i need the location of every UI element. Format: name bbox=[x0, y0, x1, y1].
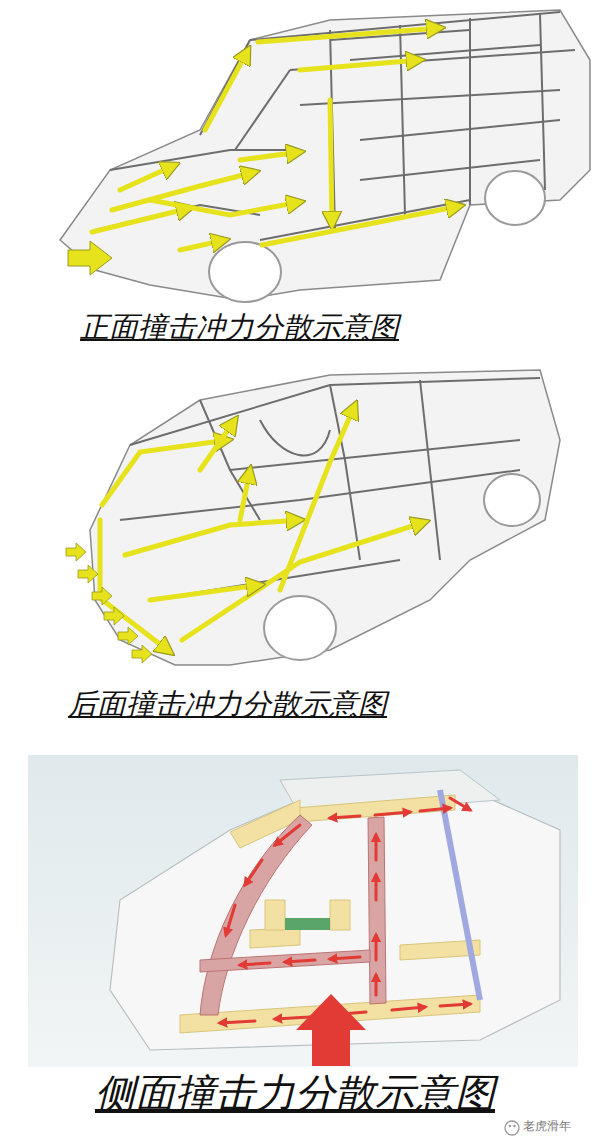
watermark: 老虎滑年 bbox=[523, 1120, 571, 1134]
wheel bbox=[484, 474, 540, 526]
wheel bbox=[209, 242, 281, 302]
body-outline bbox=[90, 370, 560, 665]
watermark-icon bbox=[505, 1121, 519, 1135]
caption: 正面撞击冲力分散示意图 bbox=[80, 311, 399, 344]
rear-impact-car bbox=[66, 370, 560, 665]
force-arrows bbox=[220, 798, 470, 1023]
wheel bbox=[485, 171, 545, 225]
front-impact-car bbox=[60, 10, 590, 302]
background-panel bbox=[28, 755, 578, 1067]
force-arrows bbox=[100, 405, 425, 652]
frame-lines bbox=[120, 378, 540, 600]
caption: 侧面撞击力分散示意图 bbox=[95, 1070, 495, 1116]
wheel bbox=[264, 596, 336, 660]
side-impact-body bbox=[28, 755, 578, 1067]
impact-arrow bbox=[68, 241, 112, 275]
force-arrows bbox=[92, 28, 460, 250]
c-pillar bbox=[440, 790, 480, 1000]
body-outline bbox=[60, 10, 590, 300]
impact-arrows bbox=[66, 543, 152, 663]
frame-lines bbox=[95, 12, 575, 240]
seat-bracket bbox=[285, 918, 330, 930]
pillars bbox=[200, 815, 386, 1015]
impact-arrow bbox=[296, 994, 366, 1066]
caption: 后面撞击冲力分散示意图 bbox=[68, 688, 387, 721]
